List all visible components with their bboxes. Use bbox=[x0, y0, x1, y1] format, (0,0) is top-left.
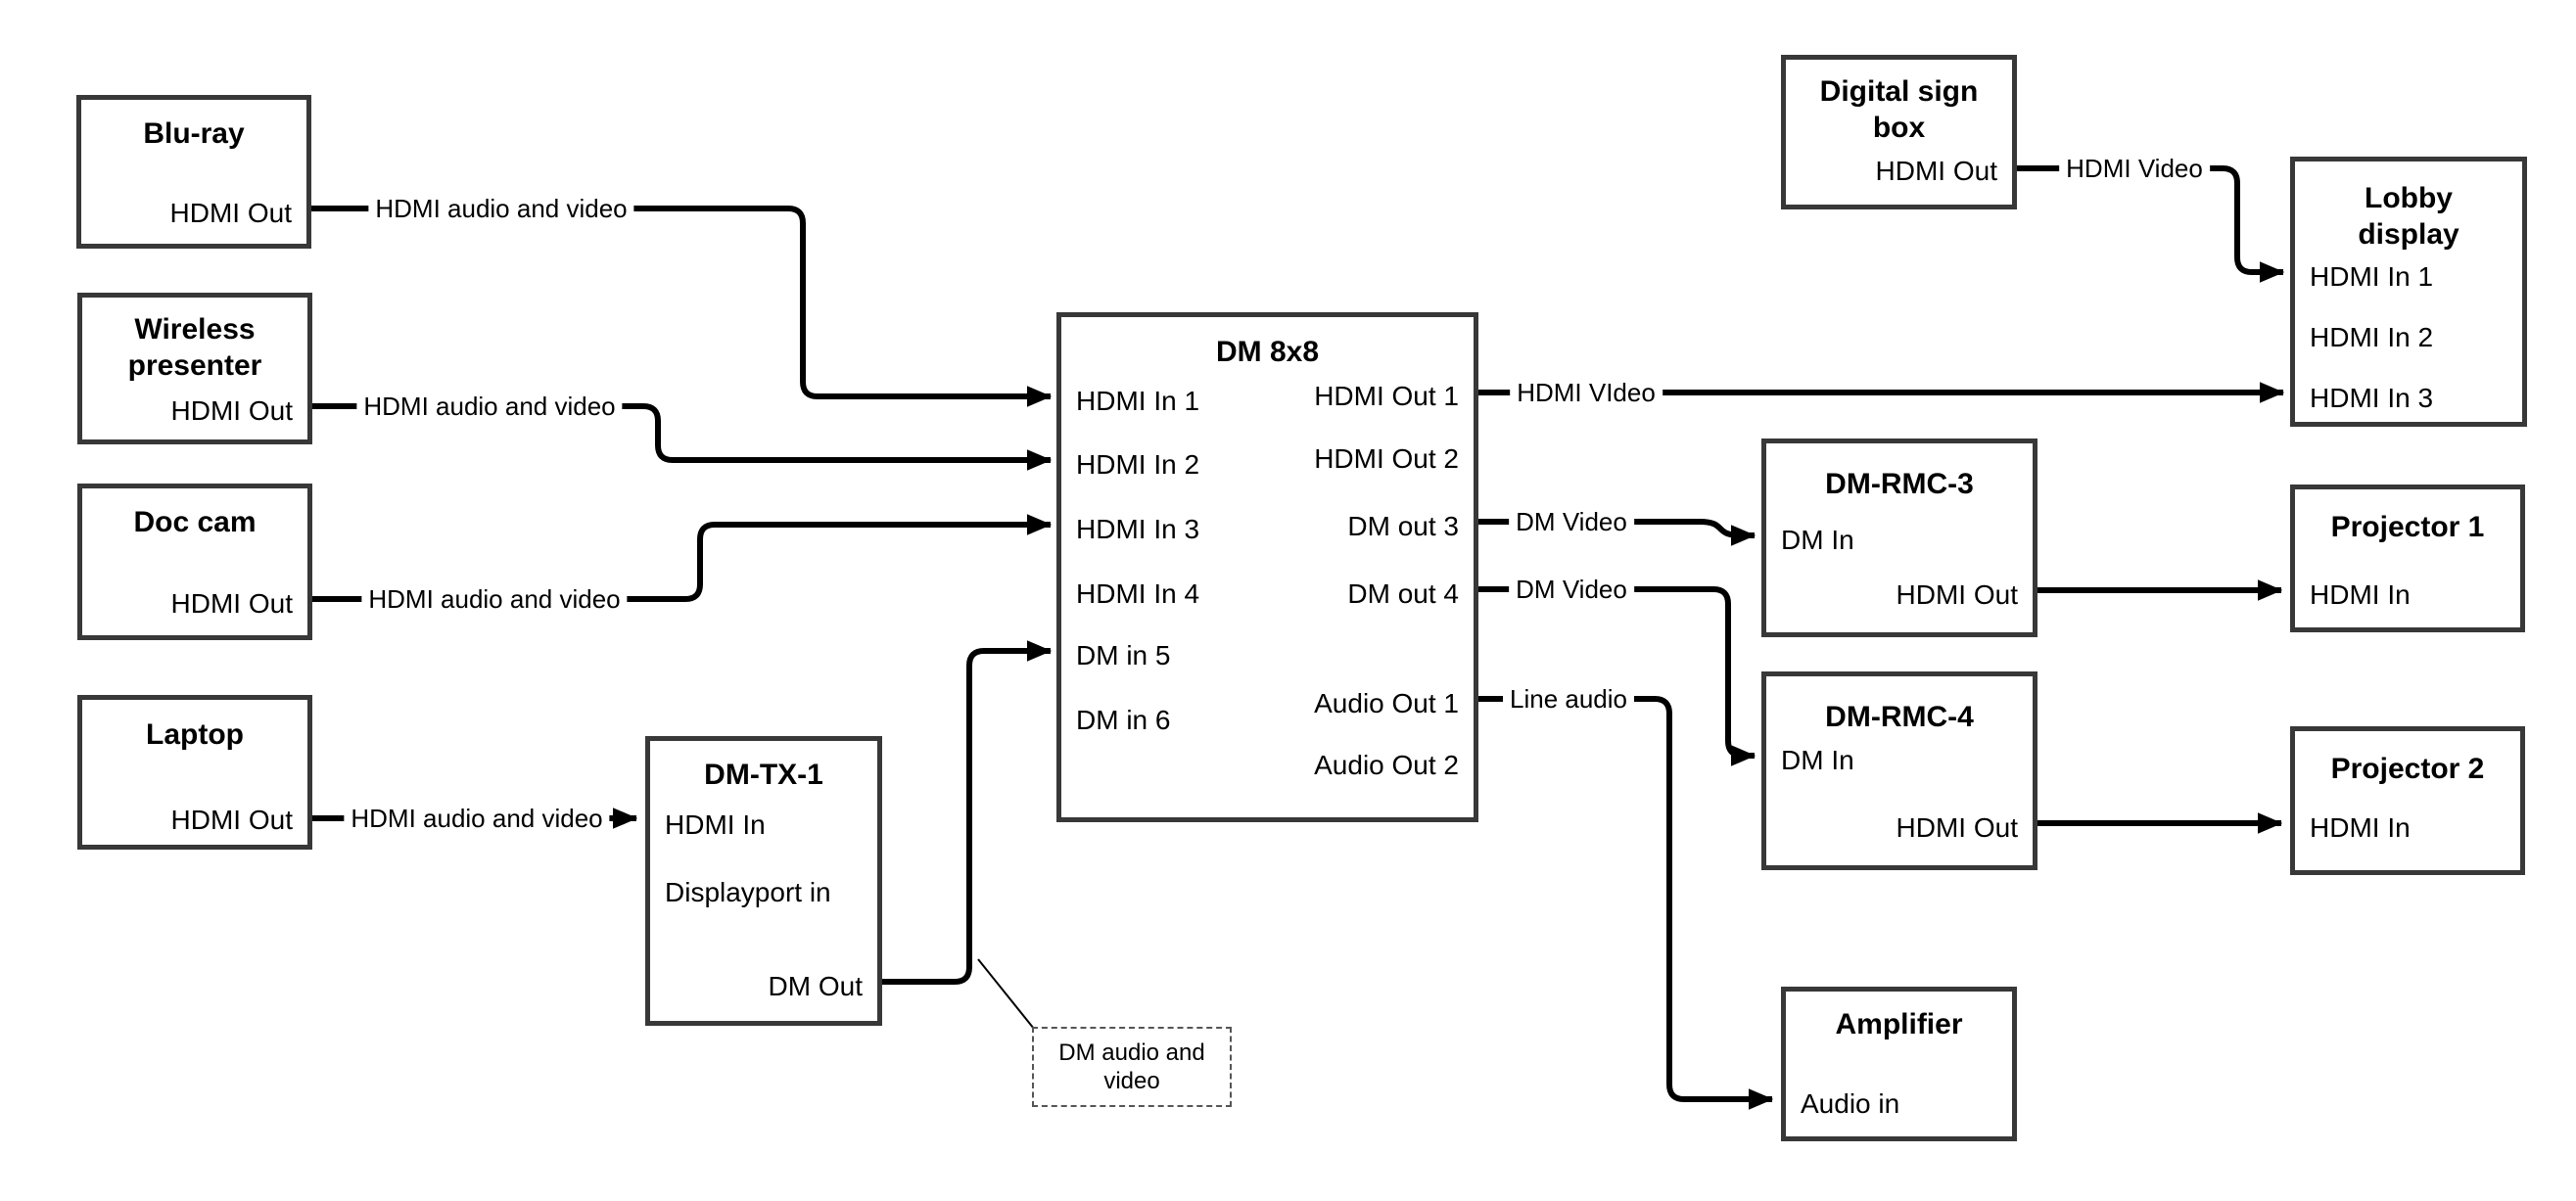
connector-dmtx1-dm8x8-in5 bbox=[882, 640, 1053, 985]
node-digital-sign-box: Digital sign box HDMI Out bbox=[1781, 55, 2017, 209]
port-dm-out-3: DM out 3 bbox=[1347, 511, 1459, 541]
connector-dm8x8-aout1-amplifier bbox=[1478, 696, 1774, 1110]
port-displayport-in: Displayport in bbox=[665, 877, 831, 907]
port-hdmi-in-1: HDMI In 1 bbox=[1076, 386, 1200, 416]
node-amplifier: Amplifier Audio in bbox=[1781, 987, 2017, 1141]
port-dm-in: DM In bbox=[1781, 525, 1854, 555]
port-audio-out-1: Audio Out 1 bbox=[1314, 688, 1459, 718]
port-hdmi-out-1: HDMI Out 1 bbox=[1314, 381, 1459, 411]
port-hdmi-in-3: HDMI In 3 bbox=[2310, 383, 2434, 413]
port-hdmi-out: HDMI Out bbox=[1875, 156, 1997, 186]
port-hdmi-out: HDMI Out bbox=[170, 805, 293, 835]
port-hdmi-in-1: HDMI In 1 bbox=[2310, 261, 2434, 292]
node-wireless-presenter: Wireless presenter HDMI Out bbox=[77, 293, 312, 444]
connector-dm8x8-out4-dmrmc4 bbox=[1478, 586, 1756, 766]
port-hdmi-in: HDMI In bbox=[2310, 812, 2411, 843]
node-bluray: Blu-ray HDMI Out bbox=[76, 95, 311, 249]
edge-label-dm8x8-dmrmc3: DM Video bbox=[1509, 507, 1634, 536]
node-title: DM-RMC-4 bbox=[1825, 701, 1974, 733]
node-dm-tx-1: DM-TX-1 HDMI In Displayport in DM Out bbox=[645, 736, 882, 1026]
connector-bluray-dm8x8-in1 bbox=[311, 206, 1053, 407]
node-title: DM-RMC-3 bbox=[1825, 468, 1974, 500]
port-hdmi-out: HDMI Out bbox=[1896, 812, 2018, 843]
connector-doccam-dm8x8-in3 bbox=[312, 514, 1053, 602]
port-hdmi-in-2: HDMI In 2 bbox=[1076, 449, 1200, 480]
node-projector-1: Projector 1 HDMI In bbox=[2290, 485, 2525, 632]
callout-text: DM audio and video bbox=[1058, 1039, 1205, 1094]
edge-label-dm8x8-amplifier: Line audio bbox=[1503, 684, 1634, 714]
connector-digitalsign-lobby-in1 bbox=[2017, 165, 2285, 283]
node-dm-rmc-3: DM-RMC-3 DM In HDMI Out bbox=[1761, 439, 2037, 637]
node-dm-8x8: DM 8x8 HDMI In 1 HDMI In 2 HDMI In 3 HDM… bbox=[1056, 312, 1478, 822]
port-hdmi-in: HDMI In bbox=[665, 809, 766, 840]
connector-wireless-dm8x8-in2 bbox=[312, 403, 1053, 471]
edge-label-dm8x8-lobby: HDMI VIdeo bbox=[1510, 378, 1663, 407]
node-title: Wireless presenter bbox=[127, 313, 262, 382]
node-dm-rmc-4: DM-RMC-4 DM In HDMI Out bbox=[1761, 671, 2037, 870]
port-audio-in: Audio in bbox=[1801, 1088, 1900, 1119]
callout-leader-line bbox=[977, 958, 1035, 1030]
node-title: Projector 2 bbox=[2330, 753, 2485, 785]
node-title: Projector 1 bbox=[2330, 511, 2485, 543]
node-title: Lobby display bbox=[2358, 182, 2459, 251]
node-title: Digital sign box bbox=[1819, 75, 1979, 144]
node-title: DM 8x8 bbox=[1215, 336, 1320, 368]
node-laptop: Laptop HDMI Out bbox=[77, 695, 312, 850]
node-title: Doc cam bbox=[133, 506, 257, 538]
port-hdmi-in-2: HDMI In 2 bbox=[2310, 322, 2434, 352]
edge-label-dm8x8-dmrmc4: DM Video bbox=[1509, 575, 1634, 604]
node-projector-2: Projector 2 HDMI In bbox=[2290, 726, 2525, 875]
port-hdmi-out: HDMI Out bbox=[170, 588, 293, 619]
connector-dm8x8-out3-dmrmc3 bbox=[1478, 519, 1756, 546]
edge-label-bluray-dm8x8: HDMI audio and video bbox=[368, 194, 634, 223]
node-title: DM-TX-1 bbox=[704, 759, 823, 791]
edge-label-doccam-dm8x8: HDMI audio and video bbox=[361, 584, 628, 614]
edge-label-digitalsign-lobby: HDMI Video bbox=[2059, 154, 2210, 183]
port-dm-in: DM In bbox=[1781, 745, 1854, 775]
port-hdmi-out-2: HDMI Out 2 bbox=[1314, 443, 1459, 474]
port-dm-in-5: DM in 5 bbox=[1076, 640, 1171, 670]
port-hdmi-out: HDMI Out bbox=[170, 395, 293, 426]
edge-label-wireless-dm8x8: HDMI audio and video bbox=[356, 392, 623, 421]
port-audio-out-2: Audio Out 2 bbox=[1314, 750, 1459, 780]
port-hdmi-in: HDMI In bbox=[2310, 579, 2411, 610]
node-lobby-display: Lobby display HDMI In 1 HDMI In 2 HDMI I… bbox=[2290, 157, 2527, 427]
callout-dm-audio-video: DM audio and video bbox=[1032, 1027, 1232, 1107]
port-dm-out-4: DM out 4 bbox=[1347, 578, 1459, 609]
port-hdmi-in-4: HDMI In 4 bbox=[1076, 578, 1200, 609]
port-hdmi-in-3: HDMI In 3 bbox=[1076, 514, 1200, 544]
node-doc-cam: Doc cam HDMI Out bbox=[77, 484, 312, 640]
edge-label-laptop-dmtx1: HDMI audio and video bbox=[344, 804, 610, 833]
port-dm-in-6: DM in 6 bbox=[1076, 705, 1171, 735]
port-hdmi-out: HDMI Out bbox=[1896, 579, 2018, 610]
node-title: Laptop bbox=[146, 718, 244, 751]
port-hdmi-out: HDMI Out bbox=[169, 198, 292, 228]
node-title: Blu-ray bbox=[143, 117, 245, 150]
port-dm-out: DM Out bbox=[768, 971, 863, 1001]
node-title: Amplifier bbox=[1835, 1008, 1963, 1040]
